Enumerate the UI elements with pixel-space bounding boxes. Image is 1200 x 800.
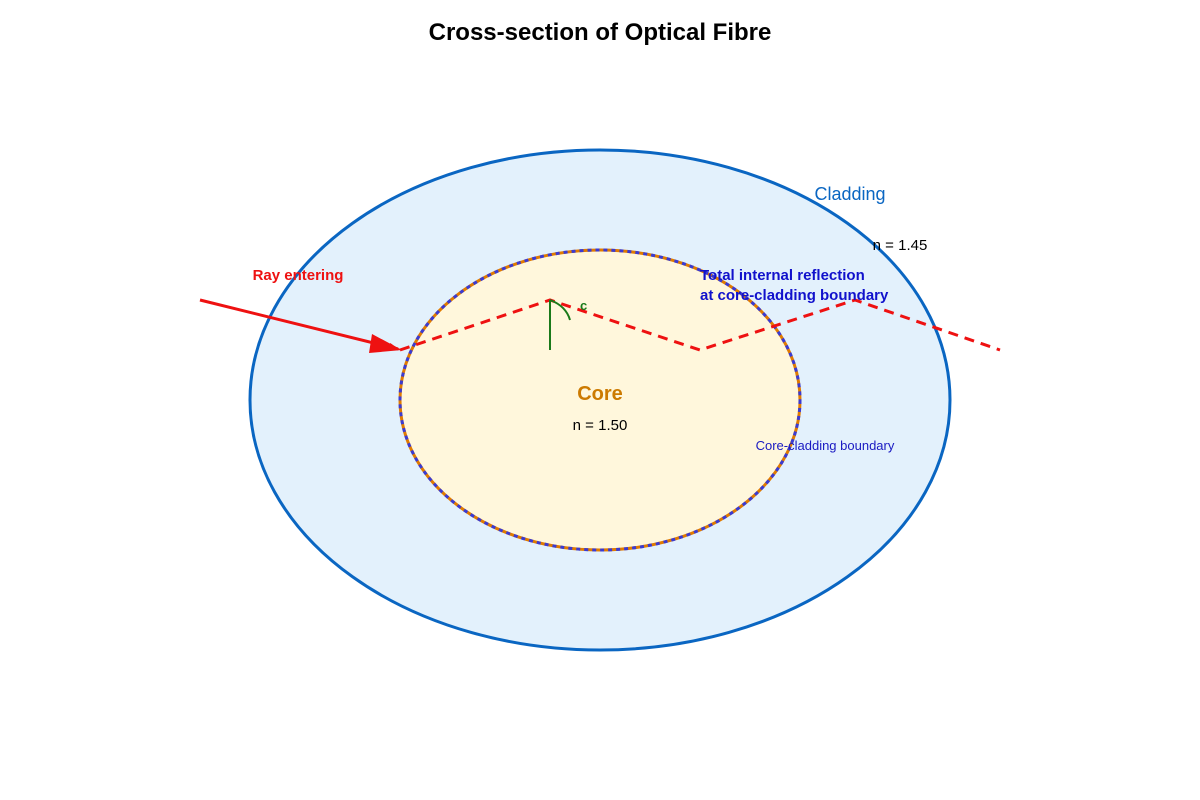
incoming-ray-arrowhead xyxy=(369,334,402,353)
tir-label-line1: Total internal reflection xyxy=(700,267,865,284)
critical-angle-label: c xyxy=(580,298,587,313)
cladding-label: Cladding xyxy=(814,184,885,204)
reflected-ray-path xyxy=(399,298,1001,352)
tir-label-line2: at core-cladding boundary xyxy=(700,287,889,304)
cladding-index-label: n = 1.45 xyxy=(873,237,928,254)
diagram-title: Cross-section of Optical Fibre xyxy=(429,19,772,46)
incoming-ray xyxy=(199,298,399,351)
core-index-label: n = 1.50 xyxy=(573,417,628,434)
core-cladding-boundary-label: Core-cladding boundary xyxy=(756,438,895,453)
core-label: Core xyxy=(577,383,623,405)
core-cladding-boundary-dashes xyxy=(398,248,802,552)
ray-entering-label: Ray entering xyxy=(253,267,344,284)
critical-angle-arc xyxy=(549,299,571,321)
